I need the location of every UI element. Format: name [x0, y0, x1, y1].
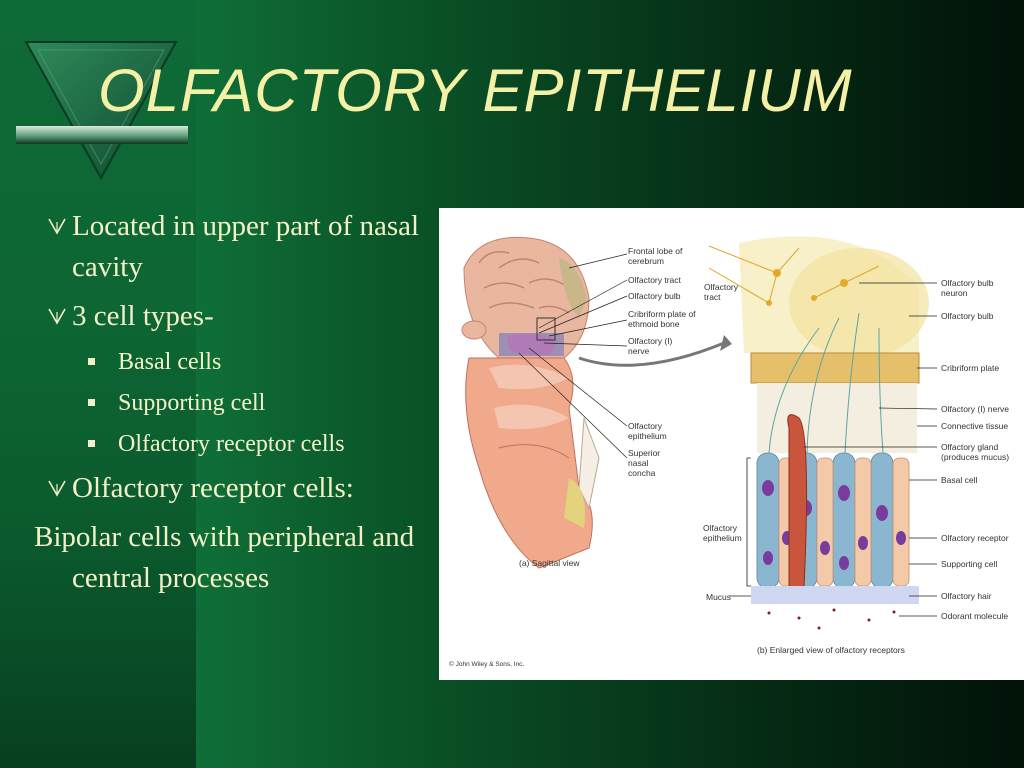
- label-supporting-cell: Supporting cell: [941, 559, 998, 569]
- label-olfactory-tract-b: Olfactory tract: [704, 282, 739, 302]
- label-olfactory-epithelium-b: Olfactory epithelium: [703, 523, 742, 543]
- label-olfactory-tract: Olfactory tract: [628, 275, 681, 285]
- caption-enlarged-view: (b) Enlarged view of olfactory receptors: [757, 645, 905, 655]
- label-mucus: Mucus: [706, 592, 732, 602]
- olfactory-illustration: [461, 236, 938, 630]
- bullet-item: Located in upper part of nasal cavity: [34, 206, 444, 288]
- bullet-item: 3 cell types-: [34, 296, 444, 337]
- square-bullet-icon: [88, 440, 95, 447]
- label-cribriform-plate-ethmoid: Cribriform plate of ethmoid bone: [628, 309, 696, 329]
- zoom-arrow-icon: [578, 341, 725, 367]
- sagittal-view-drawing: [461, 236, 600, 569]
- bullet-item: Olfactory receptor cells:: [34, 468, 444, 509]
- label-frontal-lobe: Frontal lobe of cerebrum: [628, 246, 683, 266]
- label-olfactory-nerve: Olfactory (I) nerve: [628, 336, 673, 356]
- bullet-text: 3 cell types-: [72, 300, 214, 332]
- figure-credit: © John Wiley & Sons, Inc.: [449, 661, 525, 668]
- square-bullet-icon: [88, 399, 95, 406]
- enlarged-view-drawing: [708, 236, 929, 630]
- anatomy-figure: Frontal lobe of cerebrum Olfactory tract…: [439, 208, 1024, 680]
- bullet-text: Olfactory receptor cells: [118, 431, 345, 457]
- label-superior-nasal-concha: Superior nasal concha: [628, 448, 661, 478]
- check-arrow-icon: [48, 308, 66, 325]
- square-bullet-icon: [88, 358, 95, 365]
- caption-sagittal-view: (a) Sagittal view: [519, 558, 580, 568]
- label-olfactory-gland: Olfactory gland (produces mucus): [941, 442, 1010, 462]
- bullet-text: Basal cells: [118, 349, 222, 375]
- sub-bullet-item: Supporting cell: [34, 386, 444, 420]
- sub-bullet-item: Basal cells: [34, 345, 444, 379]
- bullet-text: Supporting cell: [118, 390, 266, 416]
- label-olfactory-nerve-b: Olfactory (I) nerve: [941, 404, 1010, 414]
- label-cribriform-plate-b: Cribriform plate: [941, 363, 1000, 373]
- label-connective-tissue: Connective tissue: [941, 421, 1009, 431]
- label-basal-cell: Basal cell: [941, 475, 978, 485]
- label-olfactory-receptor: Olfactory receptor: [941, 533, 1009, 543]
- bullet-list: Located in upper part of nasal cavity 3 …: [34, 206, 444, 599]
- label-olfactory-bulb: Olfactory bulb: [628, 291, 681, 301]
- bullet-text: Located in upper part of nasal cavity: [72, 210, 420, 283]
- enlarged-leader-lines: [729, 282, 938, 617]
- check-arrow-icon: [48, 218, 66, 235]
- paragraph-text: Bipolar cells with peripheral and centra…: [34, 521, 415, 594]
- slide-title: OLFACTORY EPITHELIUM: [98, 57, 853, 124]
- triangle-logo-icon: [16, 41, 188, 181]
- body-paragraph: Bipolar cells with peripheral and centra…: [34, 517, 444, 599]
- check-arrow-icon: [48, 480, 66, 497]
- label-olfactory-bulb-b: Olfactory bulb: [941, 311, 994, 321]
- label-olfactory-hair: Olfactory hair: [941, 591, 992, 601]
- label-olfactory-epithelium: Olfactory epithelium: [628, 421, 667, 441]
- label-odorant-molecule: Odorant molecule: [941, 611, 1009, 621]
- sub-bullet-item: Olfactory receptor cells: [34, 427, 444, 461]
- sagittal-leader-lines: [518, 253, 628, 459]
- label-olfactory-bulb-neuron: Olfactory bulb neuron: [941, 278, 994, 298]
- bullet-text: Olfactory receptor cells:: [72, 472, 354, 504]
